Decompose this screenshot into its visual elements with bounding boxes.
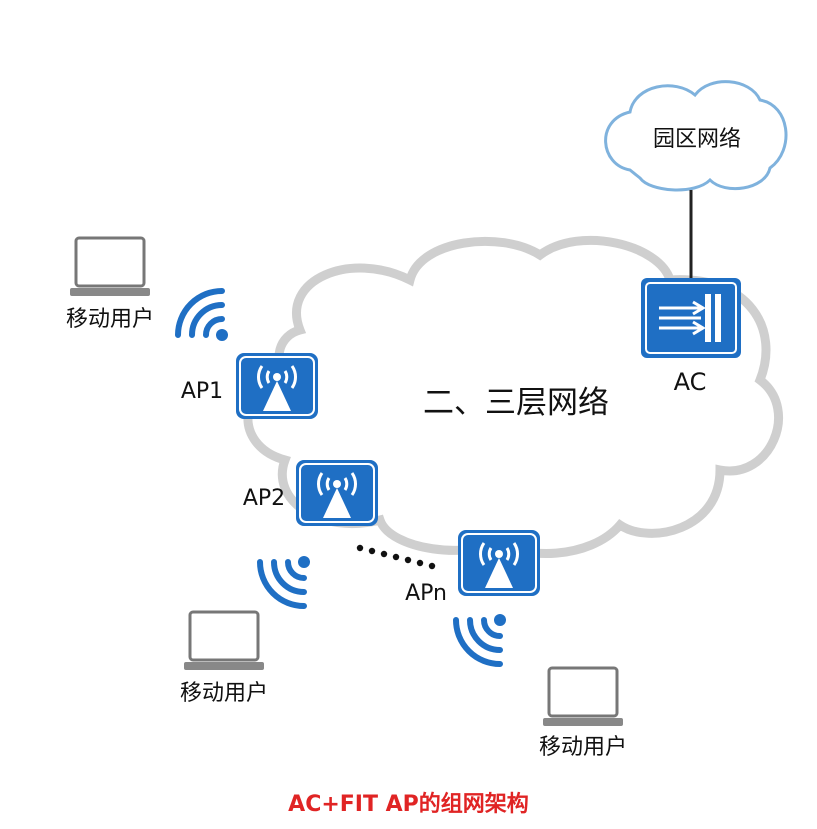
ap2-label: AP2 xyxy=(243,486,285,511)
ap2-device xyxy=(294,458,380,528)
core-network-label: 二、三层网络 xyxy=(423,385,609,421)
wifi-signal-icon-1 xyxy=(178,291,228,341)
diagram-caption: AC+FIT AP的组网架构 xyxy=(288,792,529,817)
ac-device xyxy=(641,278,741,358)
ellipsis-dots xyxy=(356,544,436,570)
ac-label: AC xyxy=(674,368,707,396)
wifi-signal-icon-3 xyxy=(456,614,506,664)
campus-network-label: 园区网络 xyxy=(653,127,741,152)
apn-label: APn xyxy=(405,581,447,606)
ap1-device xyxy=(234,351,320,421)
laptop-icon-1 xyxy=(68,236,152,298)
mobile-user-label-3: 移动用户 xyxy=(539,735,627,760)
mobile-user-label-1: 移动用户 xyxy=(66,307,154,332)
ap1-label: AP1 xyxy=(181,379,223,404)
apn-device xyxy=(456,528,542,598)
campus-network-cloud xyxy=(604,80,788,192)
wifi-signal-icon-2 xyxy=(260,556,310,606)
laptop-icon-3 xyxy=(541,666,625,728)
mobile-user-label-2: 移动用户 xyxy=(180,681,268,706)
laptop-icon-2 xyxy=(182,610,266,672)
